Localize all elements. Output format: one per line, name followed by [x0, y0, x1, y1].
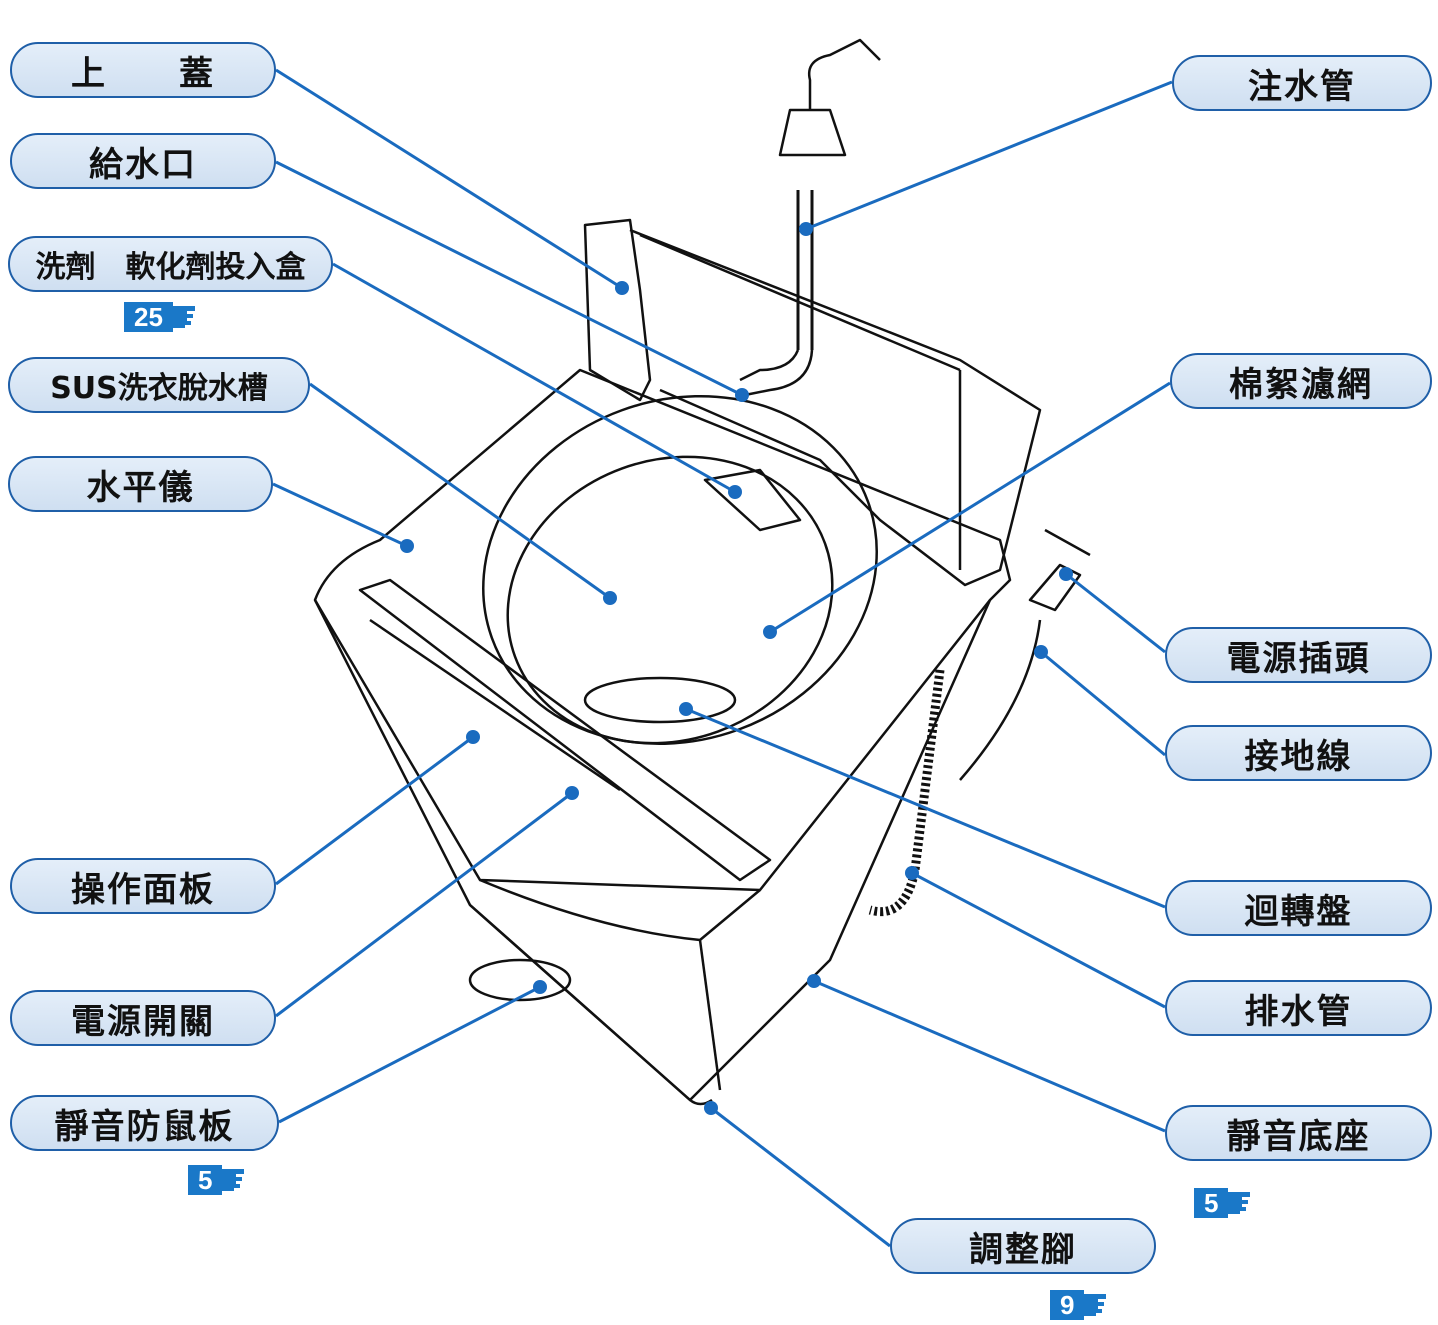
- label-adjust-foot-text: 調整腳: [969, 1229, 1077, 1270]
- label-power-plug: 電源插頭: [1165, 627, 1432, 683]
- pulsator-ring: [583, 676, 737, 724]
- control-panel-face: [358, 578, 772, 882]
- label-ground-wire: 接地線: [1165, 725, 1432, 781]
- dot-pulsator: [679, 702, 693, 716]
- pageref-detergent-box-num: 25: [124, 302, 173, 332]
- washer-line-art: [313, 38, 1091, 1106]
- lid-side: [583, 218, 652, 402]
- label-sus-tub: SUS洗衣脫水槽: [8, 357, 310, 413]
- tub-inner: [506, 455, 834, 745]
- pageref-silent-base-num: 5: [1194, 1188, 1229, 1218]
- pageref-rodent-plate: 5: [188, 1165, 248, 1195]
- detergent-box-shape: [703, 468, 802, 532]
- label-lint-filter-text: 棉絮濾網: [1229, 364, 1373, 405]
- tap: [807, 38, 881, 110]
- plug-shape: [1028, 528, 1091, 612]
- label-rodent-plate: 靜音防鼠板: [10, 1095, 279, 1151]
- pointing-hand-icon: [222, 1169, 245, 1191]
- label-pulsator-text: 迴轉盤: [1244, 891, 1353, 932]
- label-silent-base-text: 靜音底座: [1226, 1116, 1371, 1157]
- leader-dots: [400, 222, 1073, 1115]
- label-power-switch: 電源開關: [10, 990, 276, 1046]
- pointing-hand-icon: [1228, 1192, 1251, 1214]
- label-rodent-plate-text: 靜音防鼠板: [54, 1106, 235, 1147]
- dot-rodent-plate: [533, 980, 547, 994]
- dot-drain-hose: [905, 866, 919, 880]
- pointing-hand-icon: [1084, 1294, 1107, 1316]
- lid-panel: [629, 228, 1042, 587]
- dot-control-panel: [466, 730, 480, 744]
- dot-ground-wire: [1034, 645, 1048, 659]
- label-lint-filter: 棉絮濾網: [1170, 353, 1432, 409]
- label-silent-base: 靜音底座: [1165, 1105, 1432, 1161]
- label-detergent-box: 洗劑 軟化劑投入盒: [8, 236, 333, 292]
- cabinet-top: [313, 368, 1012, 892]
- label-power-switch-text: 電源開關: [71, 1001, 215, 1042]
- label-inlet-hose: 注水管: [1172, 55, 1432, 111]
- pageref-detergent-box: 25: [124, 302, 199, 332]
- dot-inlet-hose: [799, 222, 813, 236]
- label-drain-hose-text: 排水管: [1244, 991, 1353, 1032]
- label-lid: 上 蓋: [10, 42, 276, 98]
- dot-lid: [615, 281, 629, 295]
- pageref-adjust-foot-num: 9: [1050, 1290, 1085, 1320]
- dot-power-switch: [565, 786, 579, 800]
- dot-lint-filter: [763, 625, 777, 639]
- dot-power-plug: [1059, 567, 1073, 581]
- label-level-gauge: 水平儀: [8, 456, 273, 512]
- label-pulsator: 迴轉盤: [1165, 880, 1432, 936]
- dot-detergent-box: [728, 485, 742, 499]
- label-water-inlet: 給水口: [10, 133, 276, 189]
- label-lid-text: 上 蓋: [71, 53, 215, 94]
- pointing-hand-icon: [172, 306, 195, 328]
- tap-connector: [778, 108, 847, 157]
- label-drain-hose: 排水管: [1165, 980, 1432, 1036]
- label-control-panel-text: 操作面板: [71, 869, 215, 910]
- dot-sus-tub: [603, 591, 617, 605]
- label-water-inlet-text: 給水口: [89, 144, 197, 185]
- label-ground-wire-text: 接地線: [1244, 736, 1353, 777]
- label-adjust-foot: 調整腳: [890, 1218, 1156, 1274]
- label-level-gauge-text: 水平儀: [86, 467, 195, 508]
- dot-water-inlet: [735, 388, 749, 402]
- dot-adjust-foot: [704, 1101, 718, 1115]
- label-detergent-box-text: 洗劑 軟化劑投入盒: [35, 250, 306, 285]
- rodent-plate-shape: [468, 958, 572, 1002]
- label-sus-tub-text: SUS洗衣脫水槽: [50, 371, 268, 406]
- label-control-panel: 操作面板: [10, 858, 276, 914]
- label-inlet-hose-text: 注水管: [1248, 66, 1356, 107]
- cabinet-body: [313, 599, 992, 1102]
- pageref-adjust-foot: 9: [1050, 1290, 1110, 1320]
- dot-level-gauge: [400, 539, 414, 553]
- pageref-rodent-plate-num: 5: [188, 1165, 223, 1195]
- leader-lines: [272, 68, 1173, 1248]
- label-power-plug-text: 電源插頭: [1226, 638, 1371, 679]
- dot-silent-base: [807, 974, 821, 988]
- pageref-silent-base: 5: [1194, 1188, 1254, 1218]
